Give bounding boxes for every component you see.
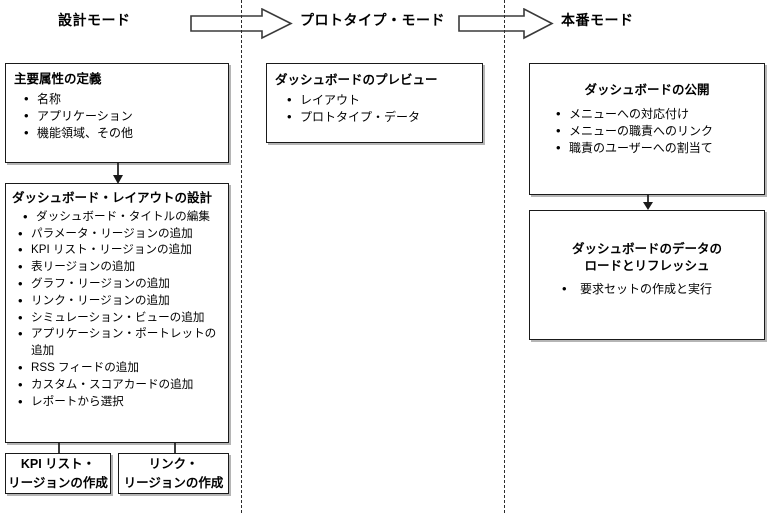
box-load-refresh-title-line2: ロードとリフレッシュ (584, 258, 710, 273)
list-item: RSS フィードの追加 (16, 359, 224, 377)
connector-key-attributes-to-layout-design (113, 163, 123, 184)
list-item: メニューへの対応付け (554, 105, 756, 123)
box-kpi-region-label-line2: リージョンの作成 (8, 475, 108, 490)
box-load-refresh: ダッシュボードのデータの ロードとリフレッシュ 要求セットの作成と実行 (529, 210, 765, 340)
box-kpi-region-label-line1: KPI リスト・ (20, 457, 96, 472)
list-item: プロトタイプ・データ (285, 108, 476, 126)
box-link-region-label: リンク・ リージョンの作成 (124, 455, 224, 491)
box-layout-design: ダッシュボード・レイアウトの設計 ダッシュボード・タイトルの編集 パラメータ・リ… (5, 183, 229, 443)
box-link-region: リンク・ リージョンの作成 (118, 453, 229, 494)
box-preview-title: ダッシュボードのプレビュー (275, 73, 438, 87)
list-item: カスタム・スコアカードの追加 (16, 376, 224, 394)
list-item: KPI リスト・リージョンの追加 (16, 241, 224, 259)
box-kpi-region-label: KPI リスト・ リージョンの作成 (8, 455, 108, 491)
connector-publish-to-load-refresh (643, 195, 653, 210)
phase-divider-design-prototype (241, 0, 242, 513)
phase-title-production: 本番モード (561, 12, 634, 28)
box-layout-design-title: ダッシュボード・レイアウトの設計 (12, 191, 213, 205)
list-item: グラフ・リージョンの追加 (16, 275, 224, 293)
list-item: アプリケーション (22, 107, 222, 125)
list-item: パラメータ・リージョンの追加 (16, 225, 224, 243)
list-item: 名称 (22, 90, 222, 108)
box-publish: ダッシュボードの公開 メニューへの対応付け メニューの職責へのリンク 職責のユー… (529, 63, 765, 195)
box-kpi-region: KPI リスト・ リージョンの作成 (5, 453, 111, 494)
box-key-attributes-bullets: 名称 アプリケーション 機能領域、その他 (22, 90, 222, 143)
box-key-attributes-title: 主要属性の定義 (14, 72, 102, 86)
block-arrow-prototype-to-production (458, 8, 554, 40)
box-link-region-label-line1: リンク・ (148, 457, 199, 472)
phase-divider-prototype-production (504, 0, 505, 513)
list-item: 機能領域、その他 (22, 124, 222, 142)
list-item: リンク・リージョンの追加 (16, 292, 224, 310)
list-item: メニューの職責へのリンク (554, 122, 756, 140)
box-key-attributes: 主要属性の定義 名称 アプリケーション 機能領域、その他 (5, 63, 229, 163)
phase-title-design: 設計モード (58, 12, 131, 28)
list-item: レポートから選択 (16, 393, 224, 411)
box-load-refresh-title-line1: ダッシュボードのデータの (571, 242, 722, 256)
box-link-region-label-line2: リージョンの作成 (123, 475, 224, 490)
list-item: 表リージョンの追加 (16, 258, 224, 276)
list-item: ダッシュボード・タイトルの編集 (16, 208, 224, 226)
list-item: 職責のユーザーへの割当て (554, 139, 756, 157)
box-preview-bullets: レイアウト プロトタイプ・データ (285, 91, 476, 127)
box-layout-design-bullets: ダッシュボード・タイトルの編集 パラメータ・リージョンの追加 KPI リスト・リ… (16, 208, 224, 411)
list-item: シミュレーション・ビューの追加 (16, 309, 224, 327)
box-load-refresh-bullets: 要求セットの作成と実行 (558, 280, 756, 298)
list-item: アプリケーション・ポートレットの (16, 325, 224, 343)
phase-title-prototype: プロトタイプ・モード (300, 12, 445, 28)
box-preview: ダッシュボードのプレビュー レイアウト プロトタイプ・データ (266, 63, 483, 143)
box-publish-title: ダッシュボードの公開 (584, 83, 710, 97)
list-item: 要求セットの作成と実行 (558, 280, 756, 298)
list-item-continuation: 追加 (31, 344, 55, 358)
list-item: レイアウト (285, 91, 476, 109)
box-publish-bullets: メニューへの対応付け メニューの職責へのリンク 職責のユーザーへの割当て (554, 105, 756, 158)
